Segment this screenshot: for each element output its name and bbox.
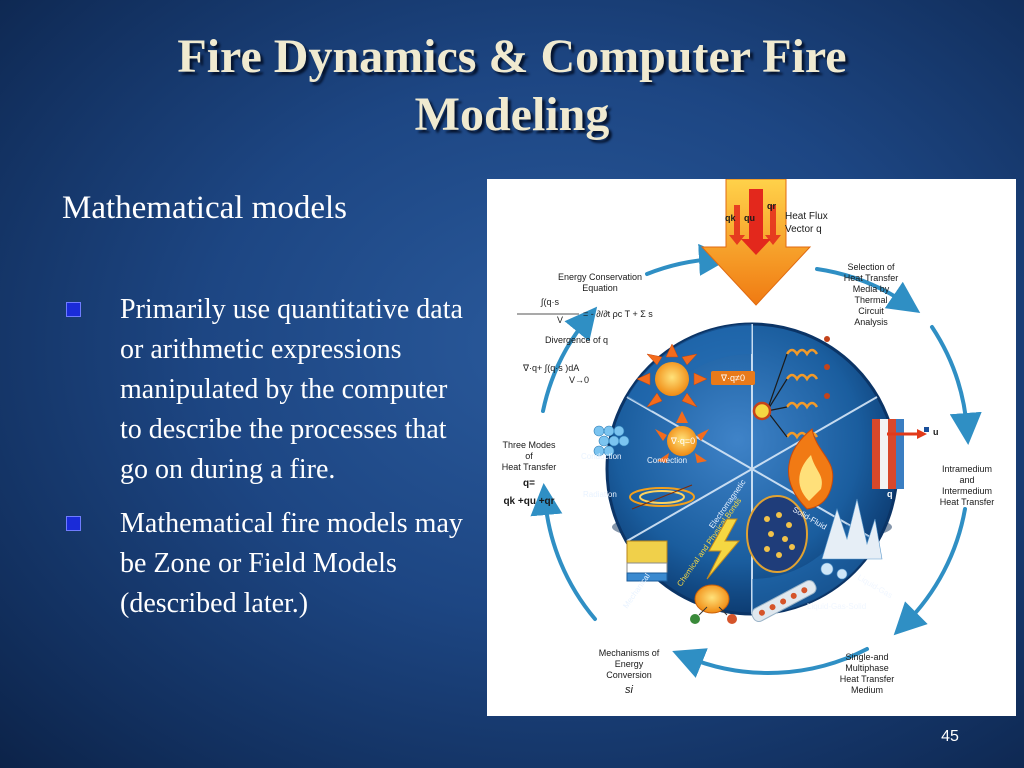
- single-multiphase-label-2: Multiphase: [845, 663, 889, 673]
- selection-label-3: Media by: [853, 284, 890, 294]
- div-q-nonzero-label: ∇·q≠0: [720, 373, 745, 383]
- title-line-1: Fire Dynamics & Computer Fire: [177, 30, 847, 83]
- selection-label-2: Heat Transfer: [844, 273, 899, 283]
- liquid-gas-label: Liquid-Gas: [856, 573, 894, 600]
- center-energy-ball: ∇·q=0: [655, 411, 709, 463]
- bullet-text: Primarily use quantitative data or arith…: [120, 294, 463, 485]
- energy-equation-lhs: ∫(q·s: [540, 297, 559, 307]
- circuit-terminals: [824, 336, 830, 399]
- mechanisms-label-3: Conversion: [606, 670, 652, 680]
- square-bullet-icon: [66, 302, 81, 317]
- liquid-gas-bubbles: [820, 498, 883, 580]
- radiation-burst: ∇·q≠0: [636, 343, 755, 408]
- convection-label: Convection: [647, 456, 687, 465]
- mechanical-slab: [626, 540, 668, 582]
- three-modes-label-2: of: [525, 451, 533, 461]
- energy-equation-den: V: [557, 315, 563, 325]
- div-q-badge: [711, 371, 755, 385]
- u-label: u: [933, 427, 939, 437]
- porous-medium: [746, 495, 808, 573]
- cycle-arrows: [530, 243, 982, 678]
- bullet-item: Primarily use quantitative data or arith…: [62, 290, 472, 490]
- molecule: [690, 584, 737, 624]
- arrow-qu-label: qu: [744, 213, 755, 223]
- slide-number: 45: [941, 728, 959, 745]
- single-multiphase-label-3: Heat Transfer: [840, 674, 895, 684]
- heat-transfer-diagram: ∇·q≠0 ∇·q=0 Conduction Convection Radiat…: [487, 179, 1016, 716]
- selection-label-4: Thermal: [854, 295, 887, 305]
- tube: [751, 580, 817, 622]
- heat-flux-label-2: Vector q: [785, 224, 822, 235]
- bullet-item: Mathematical fire models may be Zone or …: [62, 504, 472, 624]
- energy-equation-rhs: = - ∂/∂t ρc T + Σ s: [583, 309, 653, 319]
- q-sum-label: qk +qu +qr: [503, 496, 554, 507]
- divergence-limit: V→0: [569, 375, 589, 385]
- subtitle: Mathematical models: [62, 190, 347, 226]
- heat-flux-label-1: Heat Flux: [785, 211, 828, 222]
- selection-label-6: Analysis: [854, 317, 888, 327]
- three-modes-label-3: Heat Transfer: [502, 462, 557, 472]
- wall-layers: [872, 419, 929, 489]
- si-label: si: [625, 684, 634, 696]
- mechanisms-label-1: Mechanisms of: [599, 648, 660, 658]
- title-line-2: Modeling: [414, 87, 610, 141]
- divergence-label: Divergence of q: [545, 335, 608, 345]
- arrow-qk-label: qk: [725, 213, 736, 223]
- diagram-labels: Heat Flux Vector q Energy Conservation E…: [502, 211, 995, 696]
- square-bullet-icon: [66, 516, 81, 531]
- selection-label-5: Circuit: [858, 306, 884, 316]
- intramedium-label-1: Intramedium: [942, 464, 992, 474]
- divergence-eq: ∇·q+ ∫(q·s )dA: [522, 363, 579, 373]
- intramedium-label-2: and: [959, 475, 974, 485]
- intramedium-label-3: Intermedium: [942, 486, 992, 496]
- electromagnetic-bolt: [706, 518, 741, 580]
- bullet-text: Mathematical fire models may be Zone or …: [120, 508, 463, 619]
- radiation-label: Radiation: [583, 490, 617, 499]
- three-modes-label-1: Three Modes: [502, 440, 556, 450]
- conduction-label: Conduction: [581, 452, 621, 461]
- diagram-svg: ∇·q≠0 ∇·q=0 Conduction Convection Radiat…: [502, 179, 995, 696]
- div-q-zero-label: ∇·q=0: [670, 436, 695, 446]
- liquid-gas-solid-label: Liquid-Gas-Solid: [807, 602, 866, 611]
- bullet-list: Primarily use quantitative data or arith…: [62, 290, 472, 638]
- q-wall-label: q: [887, 489, 893, 499]
- conduction-lattice: [593, 425, 630, 457]
- energy-label-2: Equation: [582, 283, 618, 293]
- selection-label-1: Selection of: [847, 262, 895, 272]
- single-multiphase-label-4: Medium: [851, 685, 883, 695]
- single-multiphase-label-1: Single-and: [845, 652, 888, 662]
- radiation-swirl: [629, 484, 695, 510]
- flame-icon: [788, 428, 834, 510]
- q-equals-label: q=: [523, 478, 535, 489]
- arrow-qr-label: qr: [767, 201, 776, 211]
- intramedium-label-4: Heat Transfer: [940, 497, 995, 507]
- mechanisms-label-2: Energy: [615, 659, 644, 669]
- energy-label-1: Energy Conservation: [558, 272, 642, 282]
- slide-title: Fire Dynamics & Computer Fire Modeling: [40, 28, 984, 143]
- heat-flux-arrow: qr qk qu: [700, 179, 812, 306]
